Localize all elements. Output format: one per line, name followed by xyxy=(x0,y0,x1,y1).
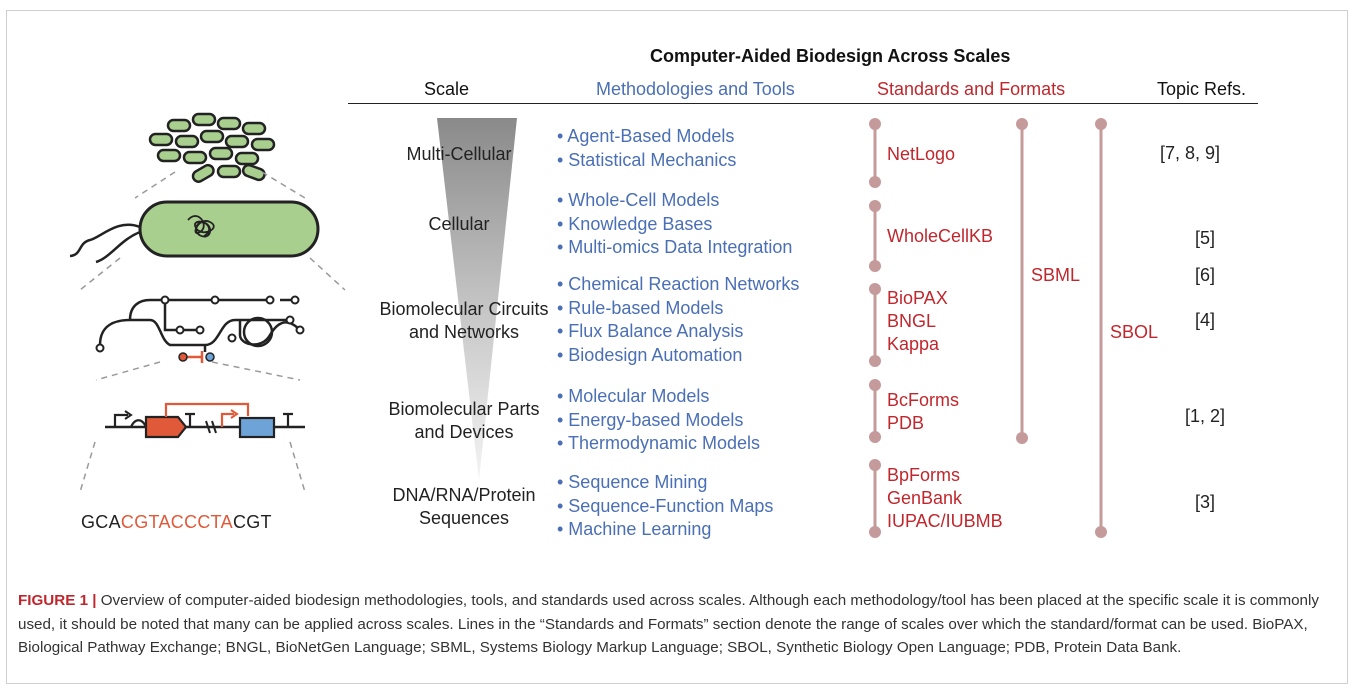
methods-multicellular: • Agent-Based Models• Statistical Mechan… xyxy=(557,126,737,170)
standards-multicellular: NetLogo xyxy=(887,144,956,164)
methods-sequences: • Sequence Mining• Sequence-Function Map… xyxy=(557,472,774,539)
sequence-highlight: CGTACCCTA xyxy=(120,512,233,532)
standard-sbml: SBML xyxy=(1031,265,1081,285)
zoom-lines xyxy=(79,171,346,493)
header-standards: Standards and Formats xyxy=(877,79,1066,99)
standard-sbol: SBOL xyxy=(1110,322,1159,342)
ref-multicellular: [7, 8, 9] xyxy=(1160,143,1221,163)
scale-wedge xyxy=(437,118,517,480)
cell-icon xyxy=(69,200,320,264)
dna-sequence: GCACGTACCCTACGT xyxy=(81,512,272,533)
methods-parts: • Molecular Models• Energy-based Models•… xyxy=(557,386,761,453)
scale-multicellular: Multi-Cellular xyxy=(406,144,512,164)
methods-cellular: • Whole-Cell Models• Knowledge Bases• Mu… xyxy=(557,190,793,257)
genetic-device-icon xyxy=(105,402,305,439)
network-nodes xyxy=(95,295,305,353)
sequence-suffix: CGT xyxy=(232,512,272,532)
ref-parts: [1, 2] xyxy=(1185,406,1226,426)
ref-cellular: [5] xyxy=(1195,228,1216,248)
scale-cellular: Cellular xyxy=(428,214,490,234)
figure-caption: FIGURE 1 | Overview of computer-aided bi… xyxy=(18,589,1343,660)
header-refs: Topic Refs. xyxy=(1157,79,1247,99)
figure-frame xyxy=(6,10,1348,684)
header-scale: Scale xyxy=(424,79,470,99)
ref-sequences: [3] xyxy=(1195,492,1216,512)
methods-circuits: • Chemical Reaction Networks• Rule-based… xyxy=(557,274,800,365)
sequence-prefix: GCA xyxy=(81,512,121,532)
ref-circuits-a: [6] xyxy=(1195,265,1216,285)
repression-motif-icon xyxy=(178,351,215,363)
standards-cellular: WholeCellKB xyxy=(887,226,994,246)
standards-range-lines xyxy=(869,118,1107,538)
figure-title: Computer-Aided Biodesign Across Scales xyxy=(650,46,1011,66)
bacteria-colony-icon xyxy=(148,112,276,183)
header-methods: Methodologies and Tools xyxy=(596,79,795,99)
caption-text: Overview of computer-aided biodesign met… xyxy=(18,592,1319,656)
caption-label: FIGURE 1 | xyxy=(18,592,97,609)
header-rule xyxy=(348,103,1258,104)
ref-circuits-b: [4] xyxy=(1195,310,1216,330)
